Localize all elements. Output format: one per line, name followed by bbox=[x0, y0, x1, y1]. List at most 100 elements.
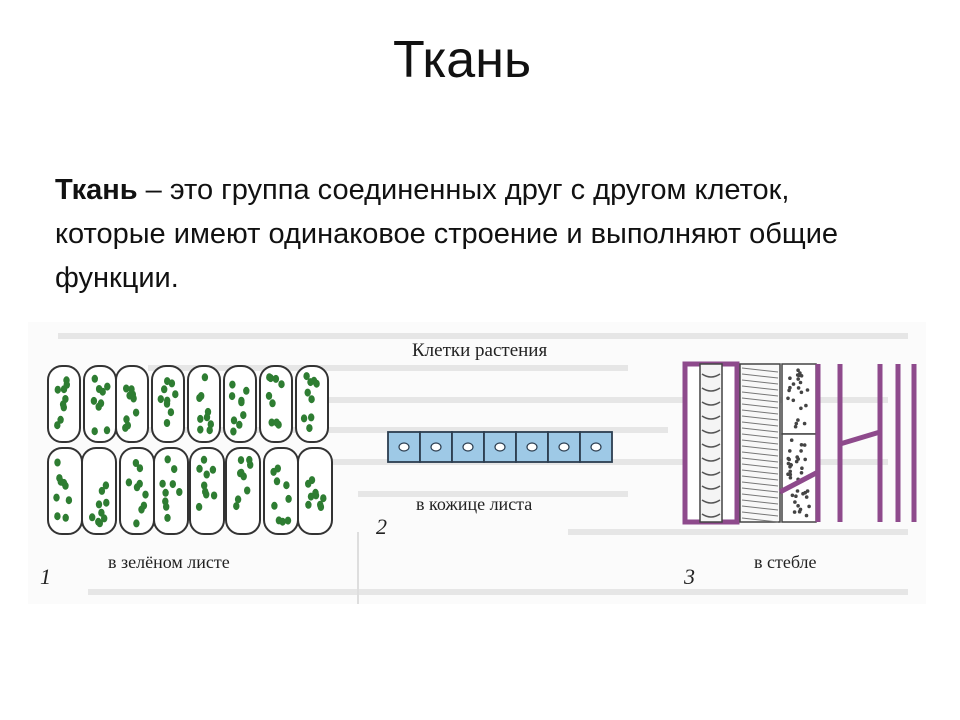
pit-dot bbox=[794, 494, 798, 498]
chloroplast-dot bbox=[103, 498, 110, 507]
chloroplast-dot bbox=[62, 481, 69, 490]
chloroplast-dot bbox=[284, 516, 292, 525]
chloroplast-dot bbox=[303, 372, 310, 381]
panel-3-caption: в стебле bbox=[754, 552, 817, 572]
pit-dot bbox=[803, 457, 807, 462]
pit-dot bbox=[797, 509, 802, 514]
chloroplast-dot bbox=[195, 502, 203, 511]
chloroplast-dot bbox=[172, 390, 179, 399]
chloroplast-dot bbox=[128, 385, 135, 394]
pit-dot bbox=[795, 455, 799, 459]
epidermis-nucleus bbox=[462, 442, 474, 452]
chloroplast-dot bbox=[268, 418, 275, 427]
chloroplast-dot bbox=[65, 496, 73, 505]
pit-dot bbox=[796, 386, 801, 390]
chloroplast-dot bbox=[273, 477, 281, 486]
definition-text: Ткань – это группа соединенных друг с др… bbox=[55, 168, 855, 300]
chloroplast-dot bbox=[312, 488, 319, 497]
spiral-stroke bbox=[741, 469, 779, 475]
pit-dot bbox=[796, 504, 800, 508]
pit-dot bbox=[807, 504, 811, 509]
chloroplast-dot bbox=[90, 396, 98, 405]
pit-dot bbox=[802, 421, 807, 426]
chloroplast-dot bbox=[230, 416, 238, 425]
chloroplast-dot bbox=[300, 414, 308, 423]
chloroplast-dot bbox=[133, 519, 140, 528]
spiral-stroke bbox=[741, 511, 779, 517]
chloroplast-dot bbox=[176, 488, 183, 496]
spiral-stroke bbox=[741, 391, 779, 397]
pit-dot bbox=[804, 495, 809, 499]
chloroplast-dot bbox=[265, 391, 273, 400]
chloroplast-dot bbox=[196, 394, 203, 402]
plant-cells-figure: Клетки растения 1 bbox=[28, 322, 926, 604]
chloroplast-dot bbox=[102, 481, 110, 490]
chloroplast-dot bbox=[167, 408, 175, 417]
chloroplast-dot bbox=[306, 424, 313, 433]
vessel-ring bbox=[701, 471, 721, 476]
chloroplast-dot bbox=[237, 469, 244, 478]
pit-dot bbox=[799, 390, 804, 395]
chloroplast-dot bbox=[163, 419, 171, 427]
chloroplast-dot bbox=[124, 421, 131, 430]
chloroplast-dot bbox=[171, 465, 178, 474]
pit-dot bbox=[794, 421, 799, 426]
chloroplast-dot bbox=[62, 395, 69, 403]
chloroplast-dot bbox=[305, 500, 312, 509]
pit-dot bbox=[799, 374, 804, 378]
chloroplast-dot bbox=[164, 455, 171, 464]
pit-dot bbox=[787, 457, 791, 462]
vessel-rings bbox=[701, 373, 721, 518]
chloroplast-dot bbox=[279, 517, 286, 526]
panel-2-number: 2 bbox=[376, 514, 387, 539]
chloroplast-dot bbox=[159, 479, 166, 488]
pitted-cell-dots bbox=[786, 368, 811, 518]
pit-dot bbox=[803, 490, 807, 495]
panel-2-caption: в кожице листа bbox=[416, 494, 532, 514]
pit-dot bbox=[788, 469, 792, 474]
pit-dot bbox=[797, 373, 801, 378]
pit-dot bbox=[793, 424, 798, 429]
vessel-ring bbox=[701, 401, 721, 406]
vessel-ring bbox=[701, 499, 721, 504]
chloroplast-dot bbox=[96, 519, 104, 528]
pit-dot bbox=[799, 406, 803, 411]
chloroplast-dot bbox=[130, 394, 137, 403]
vessel-ring bbox=[701, 485, 721, 490]
chloroplast-dot bbox=[233, 502, 240, 511]
chloroplast-dot bbox=[201, 373, 209, 382]
epidermis-nucleus bbox=[430, 442, 442, 452]
slide-title: Ткань bbox=[392, 31, 532, 89]
pit-dot bbox=[788, 385, 792, 390]
chloroplast-dot bbox=[132, 459, 140, 467]
chloroplast-dot bbox=[272, 374, 280, 383]
chloroplast-dot bbox=[236, 420, 243, 429]
pit-dot bbox=[794, 459, 799, 464]
pit-dot bbox=[796, 368, 800, 372]
chloroplast-dot bbox=[62, 513, 69, 522]
vessel-spiral bbox=[741, 367, 779, 523]
chloroplast-dot bbox=[123, 415, 130, 424]
spiral-stroke bbox=[741, 493, 779, 499]
epidermis-nucleus bbox=[590, 442, 602, 452]
pit-dot bbox=[790, 493, 795, 498]
chloroplast-dot bbox=[228, 392, 236, 401]
chloroplast-dot bbox=[283, 481, 290, 490]
chloroplast-dot bbox=[244, 486, 251, 495]
chloroplast-dot bbox=[278, 380, 285, 389]
pit-dot bbox=[799, 471, 804, 475]
leaf-cell bbox=[115, 365, 149, 443]
chloroplast-dot bbox=[142, 490, 149, 499]
chloroplast-dot bbox=[63, 380, 70, 389]
vessel-ring bbox=[701, 513, 721, 518]
epidermis-nucleus bbox=[494, 442, 506, 452]
epidermis-nucleus bbox=[398, 442, 410, 452]
spiral-stroke bbox=[741, 385, 779, 391]
chloroplast-dot bbox=[210, 491, 218, 500]
pit-dot bbox=[791, 382, 796, 386]
spiral-stroke bbox=[741, 463, 779, 469]
chloroplast-dot bbox=[206, 426, 213, 435]
panel-1-caption: в зелёном листе bbox=[108, 552, 230, 572]
chloroplast-dot bbox=[285, 494, 292, 503]
pit-dot bbox=[788, 463, 793, 467]
